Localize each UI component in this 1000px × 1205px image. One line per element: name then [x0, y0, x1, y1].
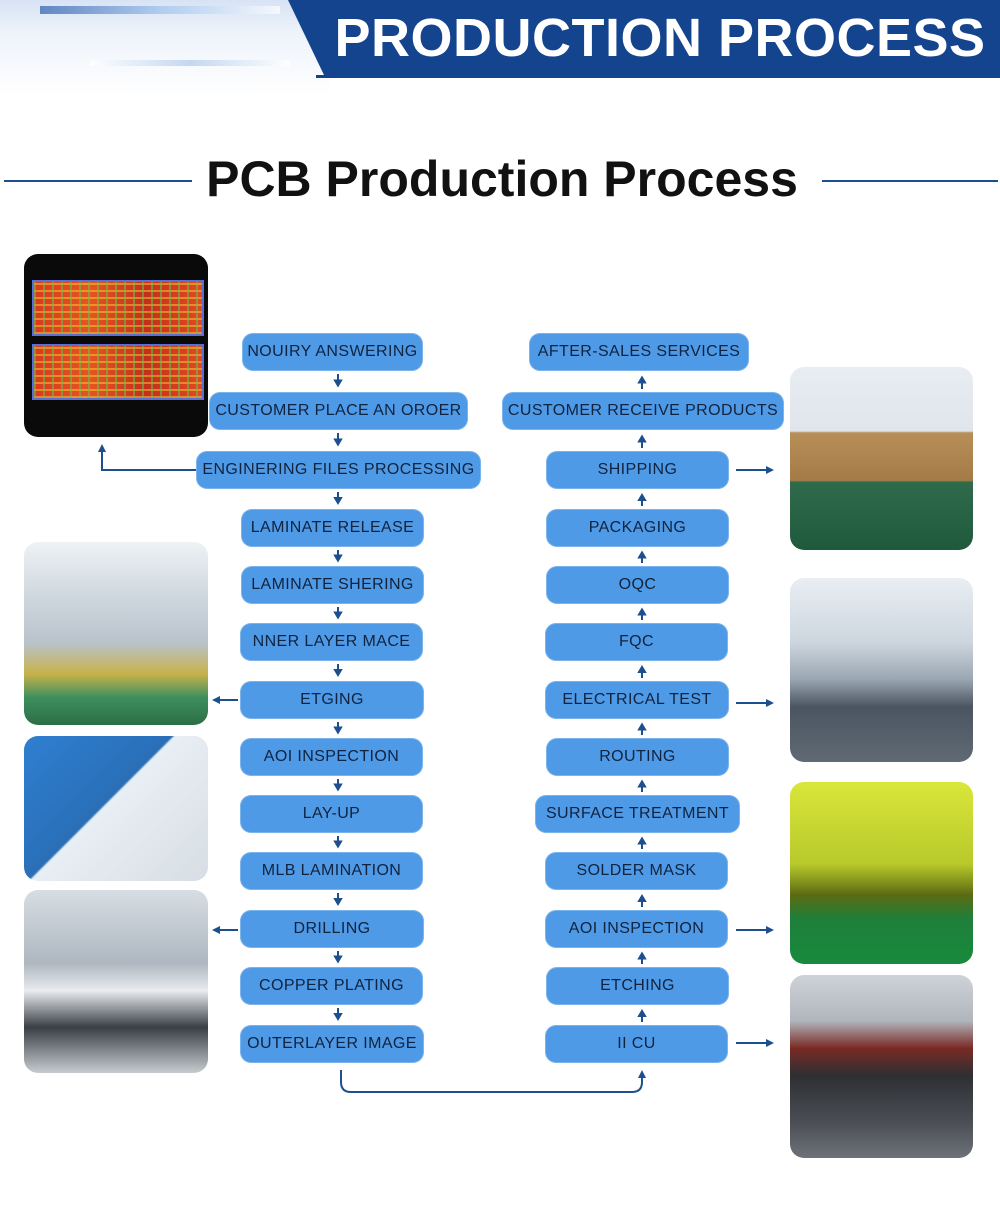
production-line-photo: [24, 542, 208, 725]
up-arrow: [637, 779, 647, 792]
left-step-node: NNER LAYER MACE: [240, 623, 423, 661]
up-arrow: [637, 894, 647, 907]
step-arrows: [333, 374, 647, 1022]
connector-arrow: [98, 444, 196, 471]
section-title: PCB Production Process: [206, 151, 798, 207]
right-step-node: PACKAGING: [546, 509, 729, 547]
down-arrow: [333, 779, 343, 792]
pcb-panel: [32, 280, 204, 336]
down-arrow: [333, 433, 343, 447]
down-arrow: [333, 722, 343, 735]
left-step-node: ENGINERING FILES PROCESSING: [196, 451, 481, 489]
down-arrow: [333, 664, 343, 677]
banner-streak: [40, 6, 280, 14]
left-step-node: NOUIRY ANSWERING: [242, 333, 423, 371]
down-arrow: [333, 492, 343, 505]
left-step-node: MLB LAMINATION: [240, 852, 423, 890]
up-arrow: [637, 1009, 647, 1022]
left-step-node: LAMINATE SHERING: [241, 566, 424, 604]
yellow-room-photo: [790, 782, 973, 964]
up-arrow: [637, 493, 647, 506]
right-step-node: SOLDER MASK: [545, 852, 728, 890]
left-step-node: LAY-UP: [240, 795, 423, 833]
up-arrow: [637, 607, 647, 620]
right-step-node: AFTER-SALES SERVICES: [529, 333, 749, 371]
factory-floor-photo: [790, 578, 973, 762]
plating-line-photo: [790, 975, 973, 1158]
banner-underline: [316, 75, 1000, 78]
pcb-panel: [32, 344, 204, 400]
banner-streak: [90, 60, 290, 66]
left-step-node: ETGING: [240, 681, 424, 719]
banner-title: PRODUCTION PROCESS: [334, 8, 986, 68]
left-step-node: LAMINATE RELEASE: [241, 509, 424, 547]
down-arrow: [333, 951, 343, 964]
up-arrow: [637, 550, 647, 563]
right-step-node: ELECTRICAL TEST: [545, 681, 729, 719]
right-step-node: ROUTING: [546, 738, 729, 776]
right-step-node: II CU: [545, 1025, 728, 1063]
aoi-operator-photo: [24, 736, 208, 881]
warehouse-boxes-photo: [790, 367, 973, 550]
left-step-node: OUTERLAYER IMAGE: [240, 1025, 424, 1063]
right-step-node: SURFACE TREATMENT: [535, 795, 740, 833]
up-arrow: [637, 665, 647, 678]
left-step-node: DRILLING: [240, 910, 424, 948]
banner-background: [288, 0, 1000, 75]
left-step-node: COPPER PLATING: [240, 967, 423, 1005]
title-rule-left: [4, 180, 192, 182]
right-step-node: OQC: [546, 566, 729, 604]
title-rule-right: [822, 180, 998, 182]
left-step-node: AOI INSPECTION: [240, 738, 423, 776]
connector-arrow: [340, 1070, 646, 1093]
right-step-node: ETCHING: [546, 967, 729, 1005]
up-arrow: [637, 722, 647, 735]
up-arrow: [637, 836, 647, 849]
banner-decoration: [0, 0, 330, 95]
drilling-machines-photo: [24, 890, 208, 1073]
pcb-board-photo: [24, 254, 208, 437]
up-arrow: [637, 434, 647, 448]
down-arrow: [333, 607, 343, 620]
up-arrow: [637, 375, 647, 389]
right-step-node: FQC: [545, 623, 728, 661]
down-arrow: [333, 1008, 343, 1021]
up-arrow: [637, 951, 647, 964]
down-arrow: [333, 374, 343, 388]
left-step-node: CUSTOMER PLACE AN OROER: [209, 392, 468, 430]
right-step-node: SHIPPING: [546, 451, 729, 489]
down-arrow: [333, 893, 343, 906]
down-arrow: [333, 836, 343, 849]
right-step-node: CUSTOMER RECEIVE PRODUCTS: [502, 392, 784, 430]
right-step-node: AOI INSPECTION: [545, 910, 728, 948]
down-arrow: [333, 550, 343, 563]
